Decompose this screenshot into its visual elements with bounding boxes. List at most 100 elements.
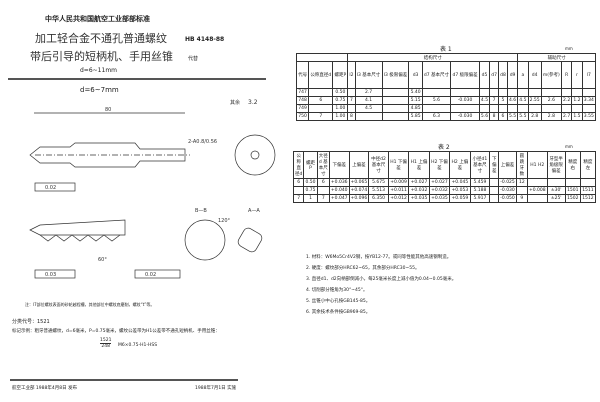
table-cell bbox=[526, 178, 548, 187]
table-cell: 0.50 bbox=[303, 178, 318, 187]
table-cell: 2.55 bbox=[527, 96, 542, 105]
tap-drawing: 80 2-A0.8/0.56 0.02 60° 0.03 0.02 B—B 12… bbox=[29, 99, 276, 279]
thread-angle-label: 60° bbox=[98, 257, 107, 263]
column-header: 代号 bbox=[295, 61, 310, 89]
table-cell: +0.032 bbox=[408, 186, 430, 195]
table-cell: ±30' bbox=[546, 186, 566, 195]
note-item: 4. 切削部分锥角为30°~45°。 bbox=[306, 288, 368, 293]
table-cell bbox=[381, 104, 410, 113]
svg-text:其余: 其余 bbox=[230, 99, 240, 106]
tap-body-outline bbox=[29, 142, 186, 168]
table-cell: +0.032 bbox=[428, 186, 451, 195]
table-cell: 0.50 bbox=[332, 88, 349, 97]
table-cell bbox=[579, 178, 597, 187]
table-cell: +0.035 bbox=[408, 194, 430, 203]
column-header: 圆跳 牙数 bbox=[515, 151, 528, 179]
table1-title: 表 1 bbox=[440, 46, 452, 53]
table2-unit: mm bbox=[565, 144, 573, 149]
column-header: d5 bbox=[478, 61, 491, 89]
table-cell: 6 bbox=[308, 96, 334, 105]
table-cell: 749 bbox=[295, 104, 310, 113]
roughness-value: 3.2 bbox=[248, 99, 258, 106]
table-cell: 4.6 bbox=[506, 96, 519, 105]
svg-text:0.02: 0.02 bbox=[45, 185, 56, 191]
table-cell bbox=[581, 104, 597, 113]
table-cell: 1502 bbox=[564, 194, 581, 203]
table-cell bbox=[540, 88, 562, 97]
table-cell bbox=[527, 104, 542, 113]
table-cell: 5.5 bbox=[506, 112, 519, 121]
table-cell: 1.00 bbox=[332, 104, 349, 113]
section-a-a bbox=[237, 227, 263, 253]
table-cell bbox=[527, 88, 542, 97]
table2-title: 表 2 bbox=[438, 144, 450, 151]
note-item: 2. 硬度：螺纹部分HRC62~65，其余部分HRC30~55。 bbox=[306, 266, 420, 271]
table-cell: 5.40 bbox=[408, 88, 423, 97]
table-cell: 4.5 bbox=[478, 96, 491, 105]
table-cell bbox=[347, 104, 356, 113]
table-cell bbox=[506, 88, 519, 97]
column-header: 下偏差 bbox=[328, 151, 350, 179]
table-cell: 748 bbox=[295, 96, 310, 105]
table-cell: +0.009 bbox=[387, 178, 410, 187]
table-cell: 9 bbox=[515, 194, 528, 203]
table-cell: 5.675 bbox=[368, 178, 389, 187]
column-header: H1 H2 bbox=[526, 151, 548, 179]
table-cell: 3.55 bbox=[581, 112, 597, 121]
header-rule bbox=[8, 78, 266, 80]
issue-date: 航空工业部 1988年4月8日 发布 bbox=[12, 386, 78, 391]
note-item: 6. 其余技术条件按GB969-85。 bbox=[306, 310, 371, 315]
section-b-b bbox=[184, 219, 226, 261]
footer-rule bbox=[10, 379, 238, 381]
table-cell: 1.2 bbox=[571, 96, 583, 105]
table-cell: 750 bbox=[295, 112, 310, 121]
column-header: d3 bbox=[408, 61, 423, 89]
table-cell: +0.027 bbox=[428, 178, 451, 187]
table-cell bbox=[489, 88, 500, 97]
table-cell bbox=[489, 194, 500, 203]
center-hole-label: 2-A0.8/0.56 bbox=[188, 139, 217, 145]
table-cell: 5.5 bbox=[517, 112, 529, 121]
column-header: H1 上偏差 bbox=[408, 151, 430, 179]
table-cell: +0.047 bbox=[328, 194, 350, 203]
column-header: 上偏差 bbox=[348, 151, 370, 179]
column-header: 螺距P bbox=[332, 61, 349, 89]
table-cell: 0.75 bbox=[332, 96, 349, 105]
column-header: 公称直径d bbox=[292, 151, 305, 179]
table-cell bbox=[478, 88, 491, 97]
column-header: l2 bbox=[347, 61, 356, 89]
table-cell bbox=[292, 186, 305, 195]
table-cell: ±25' bbox=[546, 194, 566, 203]
table-cell bbox=[308, 88, 334, 97]
table-cell bbox=[571, 104, 583, 113]
table-cell: 6 bbox=[498, 112, 508, 121]
table-cell: +0.036 bbox=[328, 178, 350, 187]
table-cell: 7 bbox=[316, 194, 330, 203]
column-header: 公称直径d bbox=[308, 61, 334, 89]
table-cell: 5.459 bbox=[469, 178, 491, 187]
column-header: d9 bbox=[506, 61, 519, 89]
group-header: 结构尺寸 bbox=[347, 53, 519, 62]
drawing-note: 注：l7部位螺纹表面的砂轮越程槽，其他部位中螺纹底磨削，螺纹“t”等。 bbox=[25, 302, 155, 307]
marking-example-label: 标记示例：粗牙普通螺纹，d=6毫米，P=0.75毫米，螺纹公差带为H1公差带不通… bbox=[12, 329, 220, 334]
table-cell: 1511 bbox=[579, 186, 597, 195]
note-item: 5. 丝锥小中心孔按GB145-85。 bbox=[306, 299, 371, 304]
column-header: d4 bbox=[527, 61, 542, 89]
table-cell bbox=[571, 88, 583, 97]
table1-unit: mm bbox=[565, 46, 573, 51]
table-cell bbox=[498, 88, 508, 97]
table-cell: 8 bbox=[489, 112, 500, 121]
table-cell: 1.00 bbox=[332, 112, 349, 121]
table-cell: 7 bbox=[489, 96, 500, 105]
table-cell bbox=[517, 88, 529, 97]
table-cell bbox=[581, 88, 597, 97]
column-header: 大径d 基本尺寸 bbox=[316, 151, 330, 179]
table-cell: 6 bbox=[292, 178, 305, 187]
